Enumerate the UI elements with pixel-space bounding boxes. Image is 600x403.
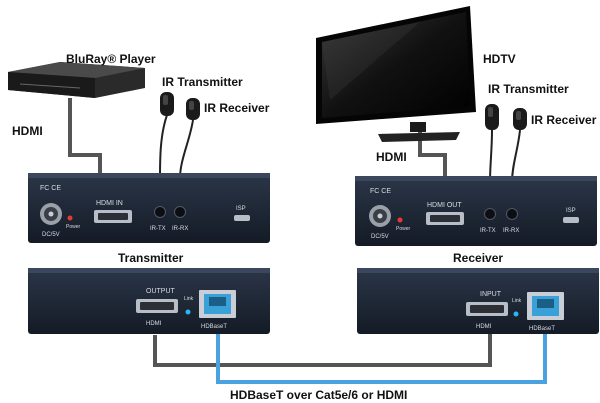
- hdbaset-port-label: HDBaseT: [201, 324, 227, 330]
- hdbaset-port-label: HDBaseT: [529, 326, 555, 332]
- link-led: [513, 311, 519, 317]
- isp-label: ISP: [236, 206, 246, 212]
- hdmi-port-label: HDMI IN: [96, 200, 123, 207]
- power-led: [67, 215, 73, 221]
- hdmi-cable-source: [68, 98, 102, 175]
- link-label: Link: [512, 298, 522, 304]
- ir-rx-jack: [506, 208, 518, 220]
- ir-receiver-device-right: [513, 108, 527, 130]
- fcce-mark: FC CE: [40, 185, 61, 192]
- ir-tx-label: IR-TX: [480, 228, 496, 234]
- hdmi-link-cable: [153, 333, 492, 367]
- ir-rx-jack: [174, 206, 186, 218]
- input-group-label: INPUT: [480, 291, 502, 298]
- ir-transmitter-label-right: IR Transmitter: [488, 82, 569, 96]
- link-led: [185, 309, 191, 315]
- receiver-front-panel: FC CE DC/5V Power HDMI OUT IR-TX IR-RX I…: [355, 176, 597, 246]
- ir-tx-jack: [484, 208, 496, 220]
- isp-port: [563, 217, 579, 223]
- transmitter-front-panel: FC CE DC/5V Power HDMI IN IR-TX IR-RX IS…: [28, 173, 270, 243]
- ir-receiver-device-left: [186, 98, 200, 120]
- fcce-mark: FC CE: [370, 188, 391, 195]
- isp-port: [234, 215, 250, 221]
- ir-tx-jack: [154, 206, 166, 218]
- cable-caption: HDBaseT over Cat5e/6 or HDMI: [230, 388, 407, 402]
- hdmi-port-label: HDMI OUT: [427, 202, 462, 209]
- hdmi-cable-display: [418, 130, 447, 178]
- ir-receiver-label-left: IR Receiver: [204, 101, 270, 115]
- ir-tx-label: IR-TX: [150, 226, 166, 232]
- ir-transmitter-label-left: IR Transmitter: [162, 75, 243, 89]
- ir-transmitter-cable-right: [489, 129, 493, 183]
- hdmi-label-right: HDMI: [376, 150, 407, 164]
- hdmi-port-label: HDMI: [146, 321, 162, 327]
- hdmi-port-label: HDMI: [476, 324, 492, 330]
- link-label: Link: [184, 296, 194, 302]
- output-group-label: OUTPUT: [146, 288, 176, 295]
- ir-transmitter-cable-left: [159, 114, 168, 179]
- isp-label: ISP: [566, 208, 576, 214]
- power-led: [397, 217, 403, 223]
- receiver-label: Receiver: [453, 251, 503, 265]
- hdmi-label-left: HDMI: [12, 124, 43, 138]
- bluray-player-label: BluRay® Player: [66, 52, 156, 66]
- dc-jack-label: DC/5V: [371, 234, 389, 240]
- ir-receiver-cable-left: [179, 119, 194, 179]
- power-led-label: Power: [396, 226, 411, 232]
- ir-rx-label: IR-RX: [172, 226, 188, 232]
- transmitter-rear-panel: OUTPUT HDMI Link HDBaseT: [28, 268, 270, 334]
- hdbaset-link-cable: [216, 330, 547, 384]
- ir-receiver-cable-right: [511, 129, 521, 183]
- bluray-player: [8, 62, 145, 98]
- ir-receiver-label-right: IR Receiver: [531, 113, 597, 127]
- ir-rx-label: IR-RX: [503, 228, 519, 234]
- dc-jack-label: DC/5V: [42, 232, 60, 238]
- ir-transmitter-device-right: [485, 104, 499, 130]
- hdtv-label: HDTV: [483, 52, 516, 66]
- power-led-label: Power: [66, 224, 81, 230]
- hdtv: [316, 6, 476, 142]
- ir-transmitter-device-left: [160, 92, 174, 116]
- transmitter-label: Transmitter: [118, 251, 184, 265]
- receiver-rear-panel: INPUT HDMI Link HDBaseT: [357, 268, 599, 334]
